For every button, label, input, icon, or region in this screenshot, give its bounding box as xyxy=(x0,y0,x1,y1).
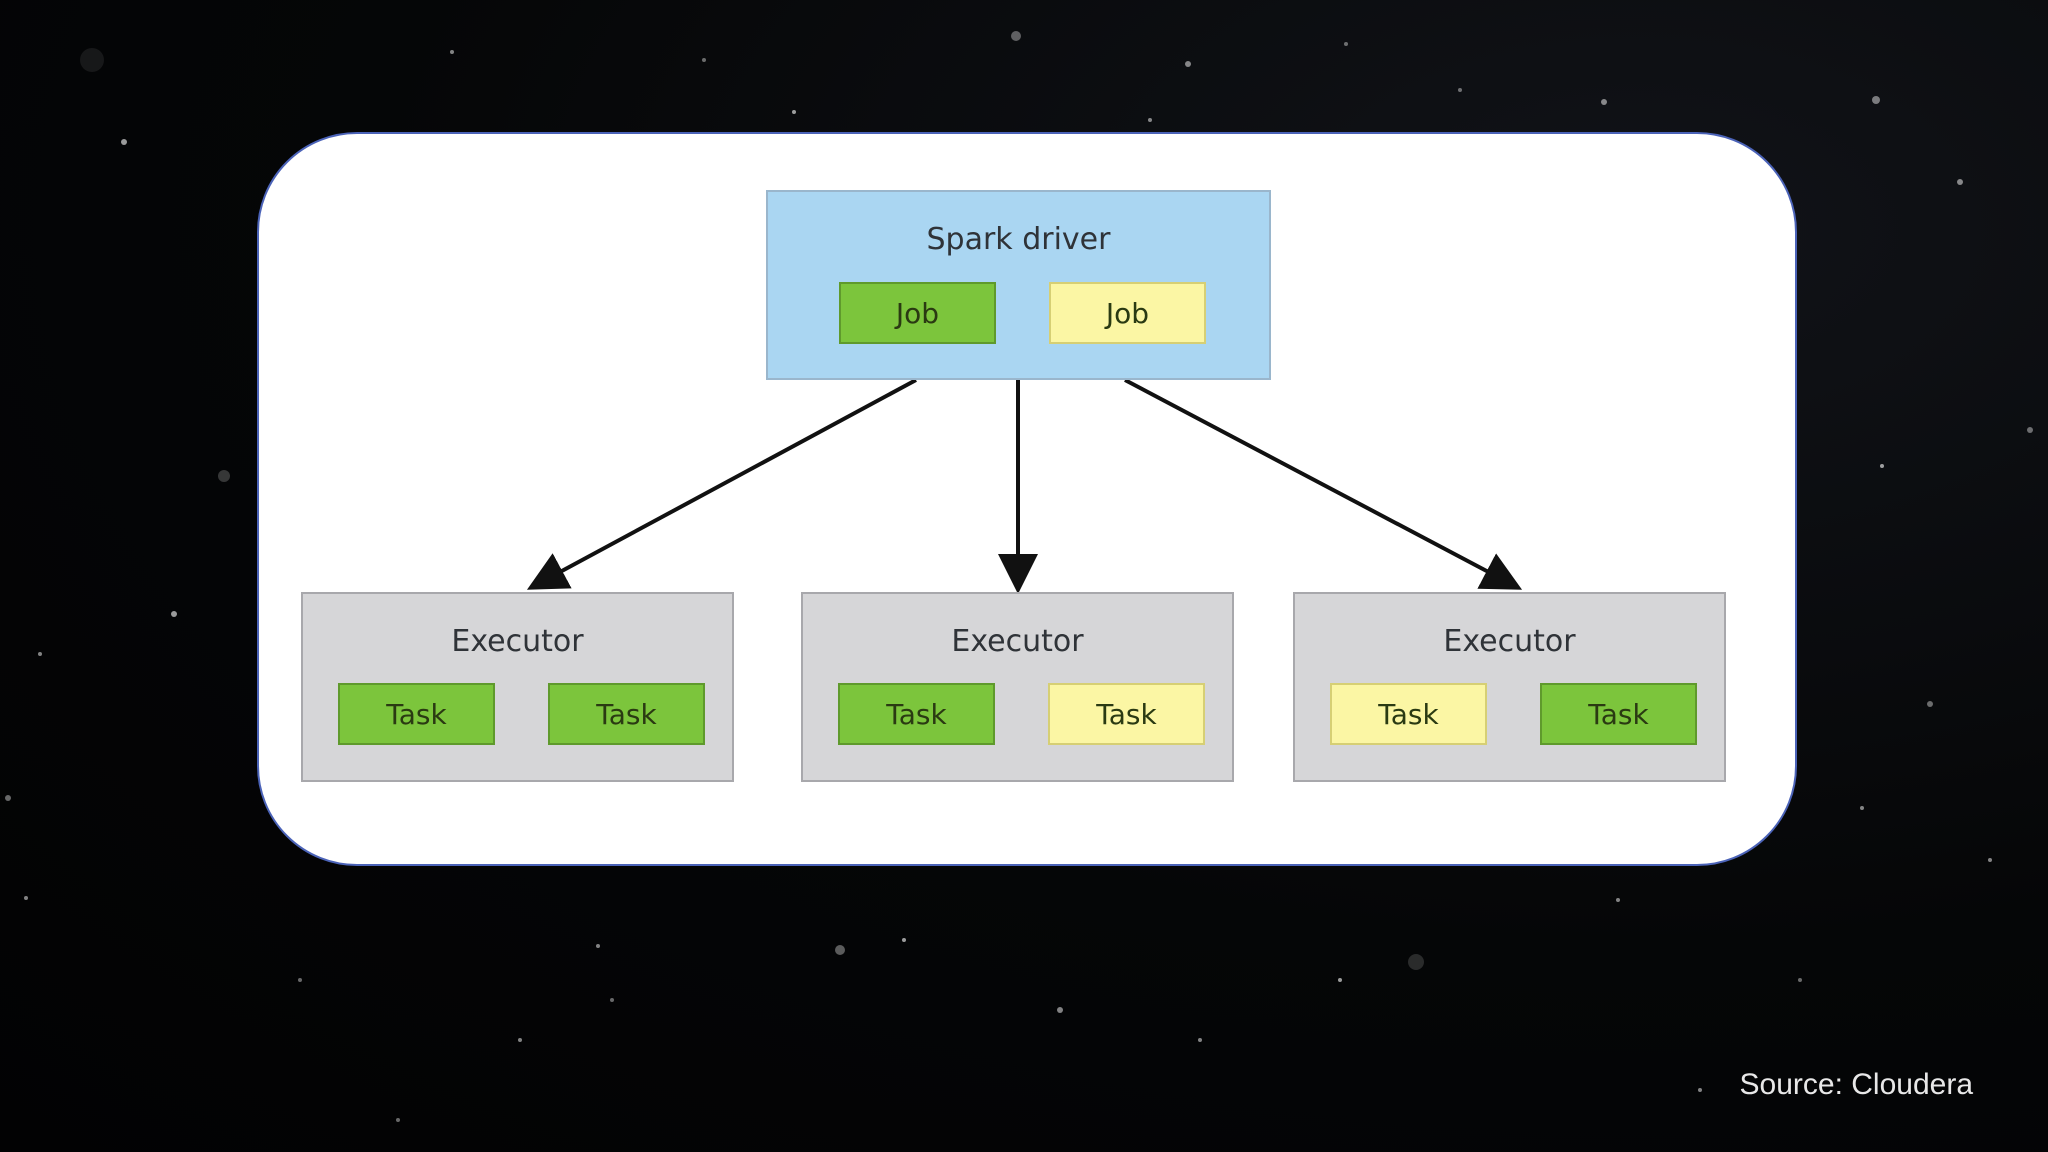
driver-job-2: Job xyxy=(1049,282,1206,344)
executor-box-3: Executor Task Task xyxy=(1293,592,1726,782)
executor-2-title: Executor xyxy=(951,624,1084,659)
arrow-to-executor-1 xyxy=(526,378,917,590)
arrow-to-executor-3 xyxy=(1124,378,1523,590)
executor-3-task-1: Task xyxy=(1330,683,1487,745)
diagram-panel: Spark driver Job Job Executor Task Task … xyxy=(257,132,1797,866)
spark-driver-box: Spark driver Job Job xyxy=(766,190,1271,380)
executor-box-2: Executor Task Task xyxy=(801,592,1234,782)
executor-1-task-1: Task xyxy=(338,683,495,745)
driver-job-1: Job xyxy=(839,282,996,344)
executor-2-task-2: Task xyxy=(1048,683,1205,745)
executor-3-task-2: Task xyxy=(1540,683,1697,745)
executor-3-title: Executor xyxy=(1443,624,1576,659)
spark-driver-title: Spark driver xyxy=(926,222,1111,257)
source-caption: Source: Cloudera xyxy=(1739,1068,1973,1101)
executor-1-title: Executor xyxy=(451,624,584,659)
executor-1-task-2: Task xyxy=(548,683,705,745)
executor-2-task-1: Task xyxy=(838,683,995,745)
executor-box-1: Executor Task Task xyxy=(301,592,734,782)
